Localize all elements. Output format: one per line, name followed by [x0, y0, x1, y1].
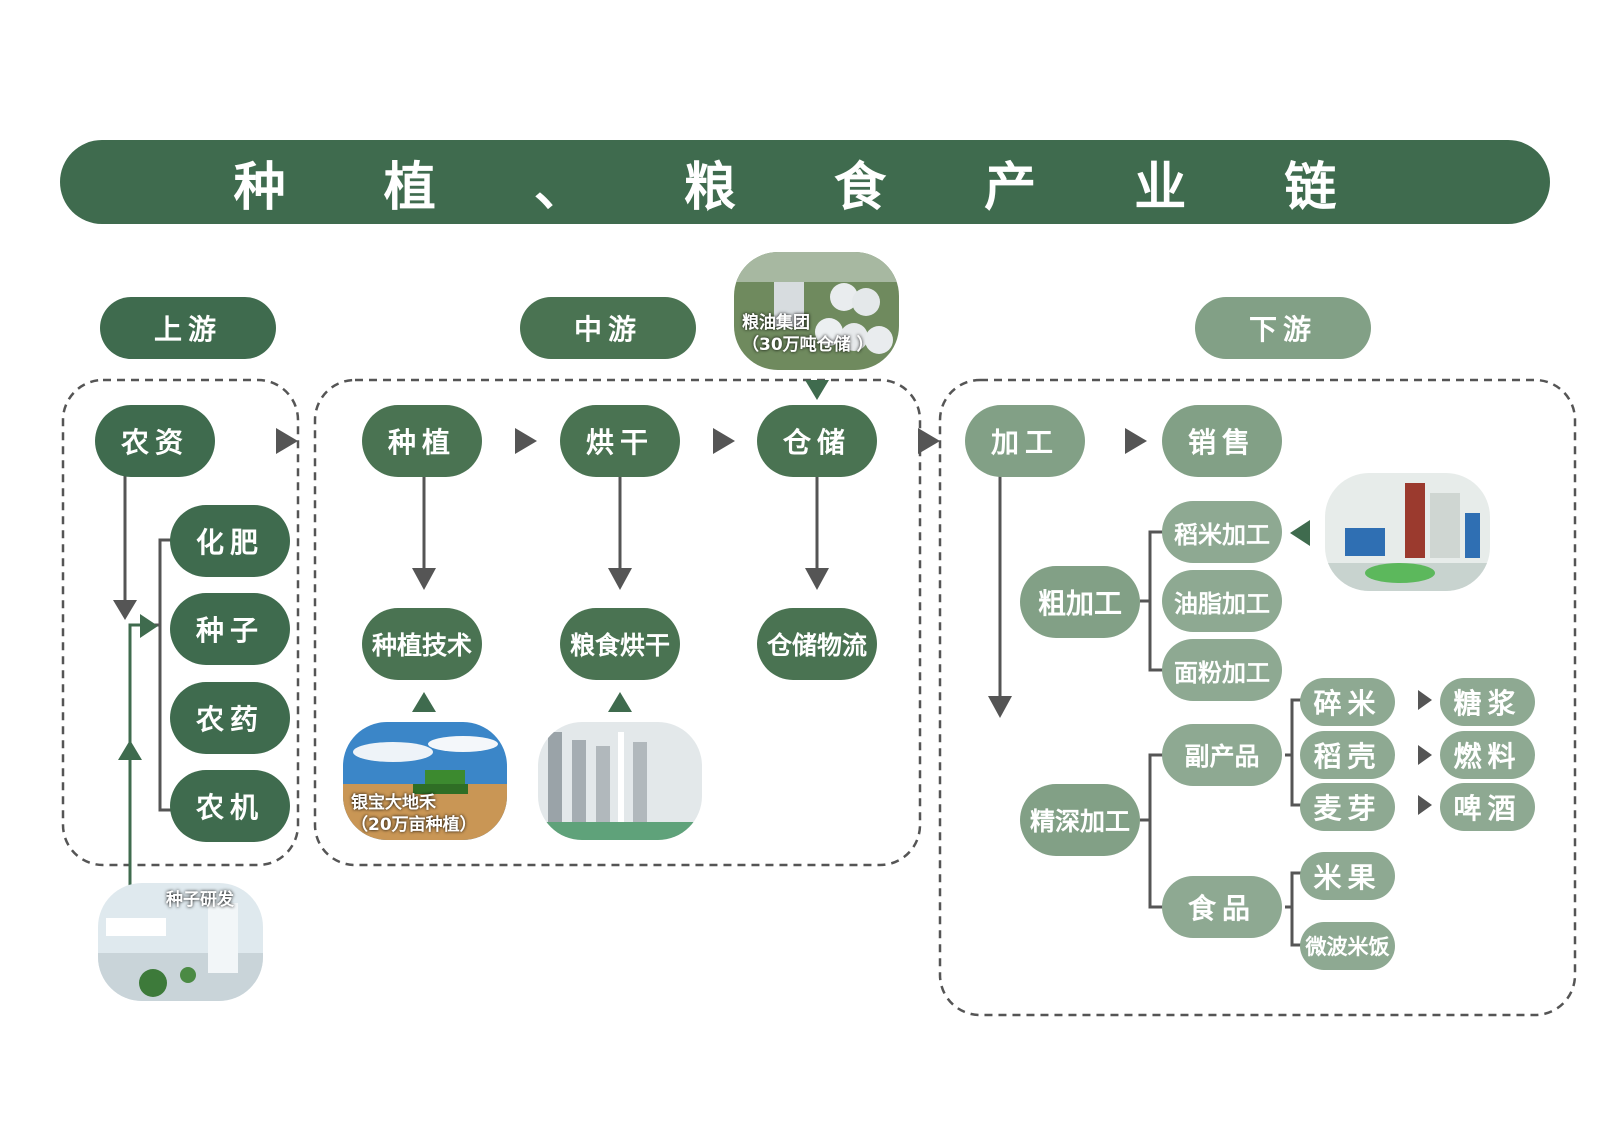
node-fertilizer: 化肥 — [170, 505, 290, 577]
node-syrup: 糖浆 — [1440, 678, 1535, 726]
photo-rice-packing — [1325, 473, 1490, 591]
photo-dryer — [538, 722, 702, 840]
node-planting-tech: 种植技术 — [362, 608, 482, 680]
node-agri-inputs: 农资 — [95, 405, 215, 477]
node-sales: 销售 — [1162, 405, 1282, 477]
node-grain-drying: 粮食烘干 — [560, 608, 680, 680]
node-byproducts: 副产品 — [1162, 724, 1282, 786]
downstream-frame — [938, 378, 1577, 1017]
node-malt: 麦芽 — [1300, 783, 1395, 831]
node-storage-logistics: 仓储物流 — [757, 608, 877, 680]
node-pesticide: 农药 — [170, 682, 290, 754]
page-title: 种 植 、 粮 食 产 业 链 — [60, 140, 1550, 224]
midstream-frame — [313, 378, 922, 867]
node-coarse-processing: 粗加工 — [1020, 566, 1140, 638]
section-frames — [61, 378, 1577, 1017]
photo-caption: 粮油集团 （30万吨仓储 ） — [742, 313, 874, 355]
section-upstream: 上游 — [100, 297, 276, 359]
node-microwave-rice: 微波米饭 — [1300, 922, 1395, 970]
section-midstream: 中游 — [520, 297, 696, 359]
node-broken-rice: 碎米 — [1300, 678, 1395, 726]
photo-harvest: 银宝大地禾 （20万亩种植） — [343, 722, 507, 840]
node-planting: 种植 — [362, 405, 482, 477]
photo-grain-silos: 粮油集团 （30万吨仓储 ） — [734, 252, 899, 370]
node-flour-processing: 面粉加工 — [1162, 639, 1282, 701]
node-fuel: 燃料 — [1440, 731, 1535, 779]
node-machinery: 农机 — [170, 770, 290, 842]
node-rice-crackers: 米果 — [1300, 852, 1395, 900]
photo-caption: 种子研发 — [166, 890, 234, 910]
node-drying: 烘干 — [560, 405, 680, 477]
node-food: 食品 — [1162, 876, 1282, 938]
photo-caption: 银宝大地禾 （20万亩种植） — [351, 793, 477, 835]
upstream-frame — [61, 378, 300, 867]
node-seeds: 种子 — [170, 593, 290, 665]
node-storage: 仓储 — [757, 405, 877, 477]
node-beer: 啤酒 — [1440, 783, 1535, 831]
photo-seed-research: 种子研发 — [98, 883, 263, 1001]
node-deep-processing: 精深加工 — [1020, 784, 1140, 856]
node-rice-processing: 稻米加工 — [1162, 501, 1282, 563]
node-rice-husk: 稻壳 — [1300, 731, 1395, 779]
node-oil-processing: 油脂加工 — [1162, 570, 1282, 632]
section-downstream: 下游 — [1195, 297, 1371, 359]
node-processing: 加工 — [965, 405, 1085, 477]
